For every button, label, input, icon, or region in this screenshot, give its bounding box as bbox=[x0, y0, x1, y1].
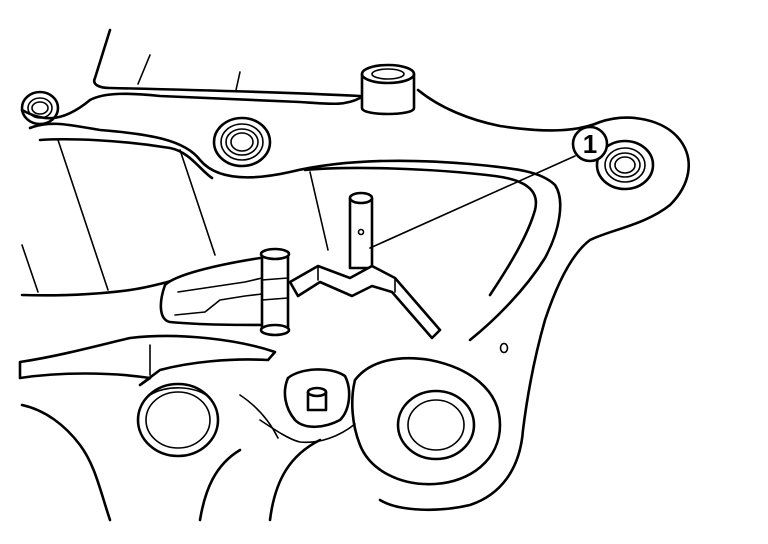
callout-leader-line bbox=[369, 155, 576, 249]
callout-label: 1 bbox=[583, 129, 597, 159]
shift-pin bbox=[348, 191, 374, 270]
threaded-hole-right bbox=[595, 139, 655, 191]
threaded-hole-center bbox=[212, 116, 272, 168]
callout-1: 1 bbox=[369, 125, 609, 249]
large-port bbox=[350, 356, 502, 486]
threaded-hole-left bbox=[20, 90, 60, 126]
drain-plug bbox=[136, 382, 220, 458]
hinge-lever bbox=[159, 247, 291, 337]
small-hole bbox=[499, 342, 509, 354]
detent-bracket bbox=[239, 368, 356, 444]
callout-circle bbox=[571, 125, 609, 163]
lever-arm bbox=[18, 334, 277, 387]
bracket-plate bbox=[288, 264, 442, 340]
top-boss bbox=[360, 63, 416, 116]
